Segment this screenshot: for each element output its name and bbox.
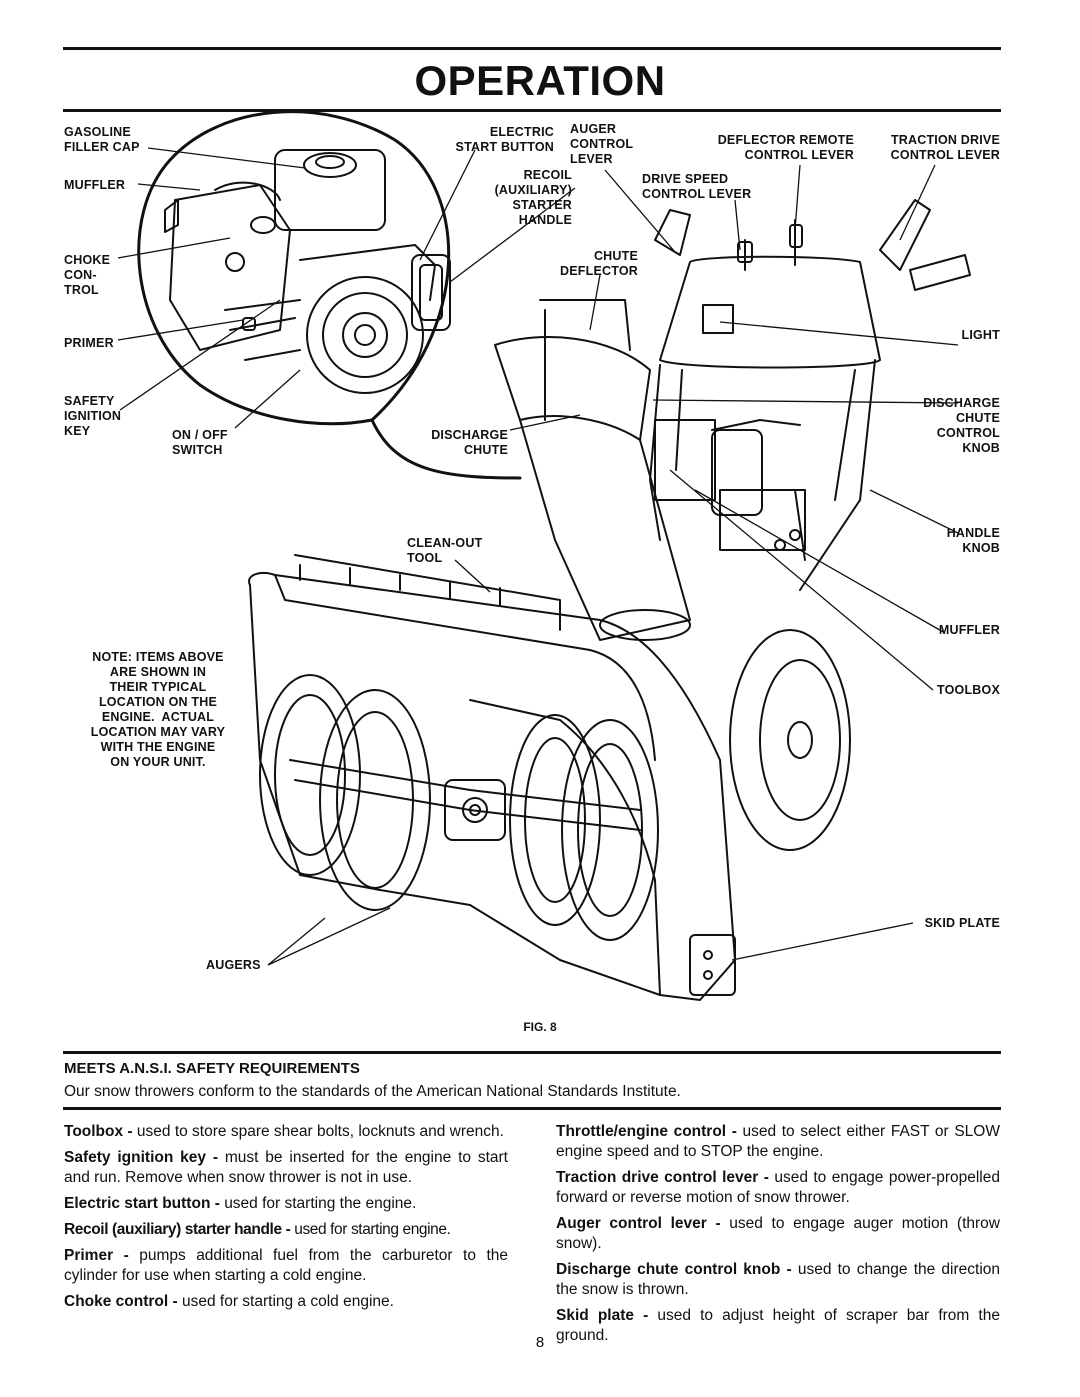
label-primer: PRIMER <box>64 336 114 350</box>
label-on-off-switch: ON / OFF SWITCH <box>172 428 228 457</box>
ansi-heading: MEETS A.N.S.I. SAFETY REQUIREMENTS <box>64 1060 360 1077</box>
label-traction-drive: TRACTION DRIVE CONTROL LEVER <box>890 133 1000 162</box>
label-muffler-engine: MUFFLER <box>64 178 126 192</box>
label-muffler: MUFFLER <box>938 623 1000 637</box>
definition-choke-control: Choke control - used for starting a cold… <box>64 1293 394 1310</box>
label-chute-deflector: CHUTE DEFLECTOR <box>560 249 638 278</box>
page-title: OPERATION <box>414 57 666 104</box>
wheel <box>729 629 851 851</box>
definition-discharge-chute-knob: Discharge chute control knob - used to c… <box>556 1261 1001 1298</box>
definition-throttle-control: Throttle/engine control - used to select… <box>556 1123 1000 1160</box>
label-gasoline-filler-cap: GASOLINE FILLER CAP <box>64 125 140 154</box>
definition-recoil-starter-handle: Recoil (auxiliary) starter handle - used… <box>64 1221 451 1238</box>
definition-toolbox: Toolbox - used to store spare shear bolt… <box>64 1123 504 1140</box>
ansi-text: Our snow throwers conform to the standar… <box>64 1083 681 1100</box>
section-rule-bottom <box>63 1107 1001 1110</box>
label-discharge-chute-control-knob: DISCHARGE CHUTE CONTROL KNOB <box>923 396 1000 455</box>
label-clean-out-tool: CLEAN-OUT TOOL <box>407 536 483 565</box>
definition-traction-drive-lever: Traction drive control lever - used to e… <box>556 1169 1000 1206</box>
machine-engine <box>654 419 806 561</box>
label-skid-plate: SKID PLATE <box>924 916 1000 930</box>
definition-skid-plate: Skid plate - used to adjust height of sc… <box>556 1307 1000 1344</box>
top-rule <box>63 47 1001 50</box>
section-rule-top <box>63 1051 1001 1054</box>
page-number: 8 <box>535 1334 545 1351</box>
label-electric-start-button: ELECTRIC START BUTTON <box>455 125 554 154</box>
title-rule <box>63 109 1001 112</box>
augers-drawing <box>259 674 659 941</box>
engine-drawing <box>164 149 451 394</box>
discharge-chute <box>494 299 691 641</box>
label-safety-ignition-key: SAFETY IGNITION KEY <box>64 394 122 438</box>
definition-safety-ignition-key: Safety ignition key - must be inserted f… <box>64 1149 508 1186</box>
engine-inset-outline <box>137 110 451 426</box>
label-augers: AUGERS <box>206 958 261 972</box>
leader-lines <box>117 147 959 966</box>
definition-electric-start-button: Electric start button - used for startin… <box>64 1195 417 1212</box>
label-handle-knob: HANDLE KNOB <box>946 526 1000 555</box>
engine-location-note: NOTE: ITEMS ABOVE ARE SHOWN IN THEIR TYP… <box>90 650 226 769</box>
label-deflector-remote: DEFLECTOR REMOTE CONTROL LEVER <box>717 133 854 162</box>
snow-thrower-diagram <box>117 110 971 1001</box>
definition-primer: Primer - pumps additional fuel from the … <box>64 1247 508 1284</box>
label-auger-control-lever: AUGER CONTROL LEVER <box>570 122 634 166</box>
definition-auger-control-lever: Auger control lever - used to engage aug… <box>556 1215 1000 1252</box>
figure-caption: FIG. 8 <box>523 1020 557 1034</box>
label-choke-control: CHOKE CON- TROL <box>64 253 111 297</box>
label-toolbox: TOOLBOX <box>937 683 1000 697</box>
label-recoil-starter-handle: RECOIL (AUXILIARY) STARTER HANDLE <box>494 168 572 227</box>
label-discharge-chute: DISCHARGE CHUTE <box>431 428 508 457</box>
left-column: Toolbox - used to store spare shear bolt… <box>64 1122 508 1318</box>
label-light: LIGHT <box>961 328 1000 342</box>
engine-inset-tail <box>370 418 522 480</box>
right-column: Throttle/engine control - used to select… <box>556 1122 1000 1352</box>
label-drive-speed: DRIVE SPEED CONTROL LEVER <box>642 172 752 201</box>
